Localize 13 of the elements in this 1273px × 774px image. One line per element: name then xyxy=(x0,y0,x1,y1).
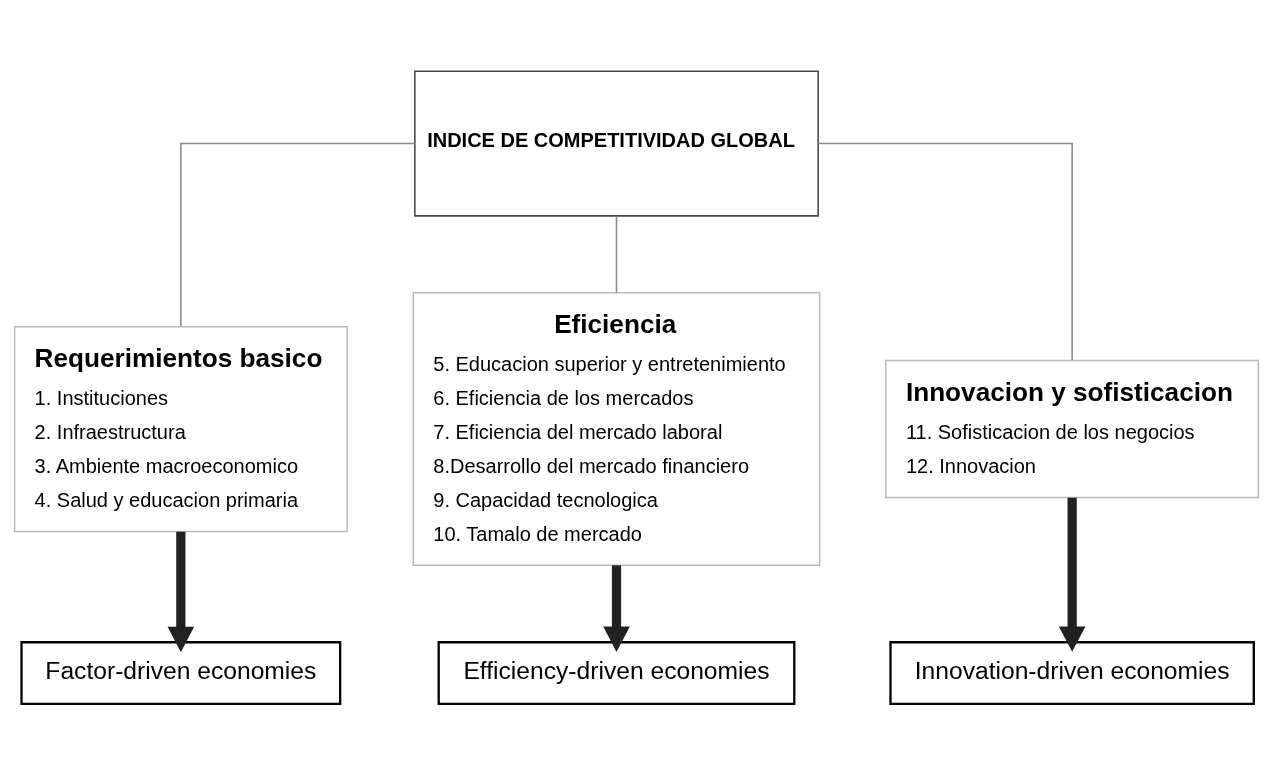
node-box: Requerimientos basico 1. Instituciones 2. Infraestructura 3. Ambiente macroeconomico 4. Salud y educacion primaria xyxy=(13,325,348,532)
connector xyxy=(817,142,1073,361)
arrow xyxy=(603,564,630,652)
arrow xyxy=(167,531,195,652)
connector xyxy=(615,215,618,293)
node-box: Innovacion y sofisticacion 11. Sofisticacion de los negocios 12. Innovacion xyxy=(885,359,1260,498)
node-box: Innovation-driven economies xyxy=(889,640,1255,705)
node-box: Factor-driven economies xyxy=(20,640,342,705)
arrow xyxy=(1058,497,1086,652)
node-box: Efficiency-driven economies xyxy=(437,640,796,705)
node-box: INDICE DE COMPETITIVIDAD GLOBAL xyxy=(414,69,819,217)
connector xyxy=(180,142,416,327)
node-box: Eficiencia 5. Educacion superior y entretenimiento 6. Eficiencia de los mercados 7. Eficiencia del mercado laboral 8.Desarrollo del mercado financiero 9. Capacidad tecnologica 10. Tamalo de mercado xyxy=(412,291,821,566)
